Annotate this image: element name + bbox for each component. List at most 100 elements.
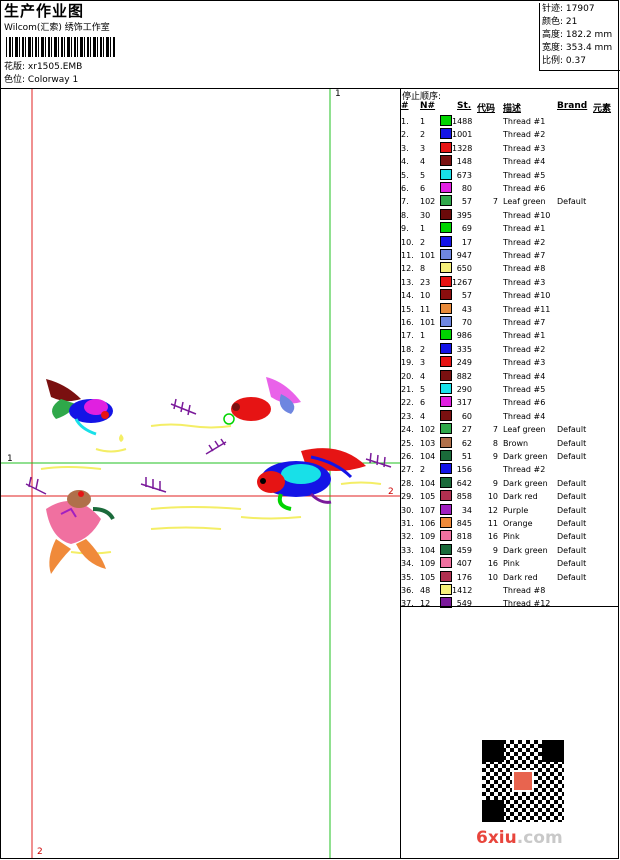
row-description: Leaf green <box>503 197 546 207</box>
row-stitches: 549 <box>456 599 472 609</box>
row-stitches: 642 <box>456 478 472 488</box>
row-stitches: 1267 <box>452 277 473 287</box>
color-swatch <box>440 182 452 193</box>
row-index: 1. <box>401 117 409 126</box>
color-swatch <box>440 396 452 408</box>
stat-width: 宽度: 353.4 mm <box>542 43 613 53</box>
row-stitches: 1328 <box>452 143 473 153</box>
row-stitches: 335 <box>456 344 472 354</box>
row-index: 5. <box>401 170 409 180</box>
row-brand: Default <box>557 572 587 582</box>
color-swatch <box>440 369 452 381</box>
row-description: Thread #8 <box>503 264 546 274</box>
row-description: Thread #6 <box>503 398 546 408</box>
color-swatch <box>440 530 452 542</box>
row-number: 4 <box>420 371 426 381</box>
row-description: Thread #4 <box>503 157 546 167</box>
col-index: # <box>401 101 409 111</box>
color-swatch <box>440 235 452 247</box>
row-description: Pink <box>503 559 520 569</box>
lower-panel <box>400 606 619 860</box>
row-stitches: 395 <box>456 210 472 220</box>
col-number: N# <box>420 101 436 111</box>
row-brand: Default <box>557 519 587 528</box>
row-number: 23 <box>420 277 431 287</box>
row-number: 104 <box>420 545 436 555</box>
row-stitches: 17 <box>461 237 472 247</box>
row-number: 5 <box>420 170 426 180</box>
color-swatch <box>440 342 452 354</box>
row-stitches: 650 <box>456 264 472 274</box>
row-brand: Default <box>557 532 587 542</box>
row-code: 10 <box>487 572 498 582</box>
row-index: 4. <box>401 157 409 167</box>
row-description: Dark red <box>503 492 538 502</box>
row-description: Thread #5 <box>503 385 546 394</box>
row-stitches: 882 <box>456 371 472 381</box>
color-swatch <box>440 222 452 234</box>
color-swatch <box>440 517 452 528</box>
row-number: 103 <box>420 438 436 448</box>
row-code: 10 <box>487 492 498 502</box>
row-description: Thread #4 <box>503 411 546 421</box>
color-swatch <box>440 436 452 448</box>
row-number: 109 <box>420 532 436 542</box>
barcode <box>6 37 116 57</box>
stat-height: 高度: 182.2 mm <box>542 30 613 40</box>
color-swatch <box>440 584 452 595</box>
color-swatch <box>440 543 452 555</box>
row-number: 2 <box>420 130 426 140</box>
row-number: 11 <box>420 304 431 314</box>
row-stitches: 148 <box>456 157 472 167</box>
color-swatch <box>440 275 452 287</box>
row-description: Thread #2 <box>503 130 546 140</box>
row-brand: Default <box>557 478 587 488</box>
color-swatch <box>440 302 452 314</box>
row-code: 16 <box>487 532 498 542</box>
goldfish-top-right <box>223 377 301 425</box>
color-swatch <box>440 128 452 140</box>
color-swatch <box>440 329 452 341</box>
row-number: 3 <box>420 358 426 368</box>
color-swatch <box>440 356 452 368</box>
row-number: 2 <box>420 344 426 354</box>
guide-label-right: 2 <box>388 487 394 497</box>
row-number: 30 <box>420 210 431 220</box>
row-code: 16 <box>487 559 498 569</box>
row-index: 29. <box>401 492 414 502</box>
row-description: Thread #2 <box>503 344 546 354</box>
row-number: 1 <box>420 117 426 126</box>
row-index: 23. <box>401 411 414 421</box>
stat-stitches: 针迹: 17907 <box>542 4 595 14</box>
row-index: 22. <box>401 398 414 408</box>
row-index: 10. <box>401 237 414 247</box>
row-description: Thread #3 <box>503 143 546 153</box>
row-index: 35. <box>401 572 414 582</box>
row-stitches: 986 <box>456 331 472 341</box>
row-code: 9 <box>492 452 498 461</box>
row-stitches: 845 <box>456 519 472 528</box>
row-brand: Default <box>557 438 587 448</box>
row-stitches: 60 <box>461 411 472 421</box>
row-description: Thread #2 <box>503 237 546 247</box>
row-number: 8 <box>420 264 426 274</box>
color-swatch <box>440 115 452 126</box>
color-swatch <box>440 557 452 569</box>
